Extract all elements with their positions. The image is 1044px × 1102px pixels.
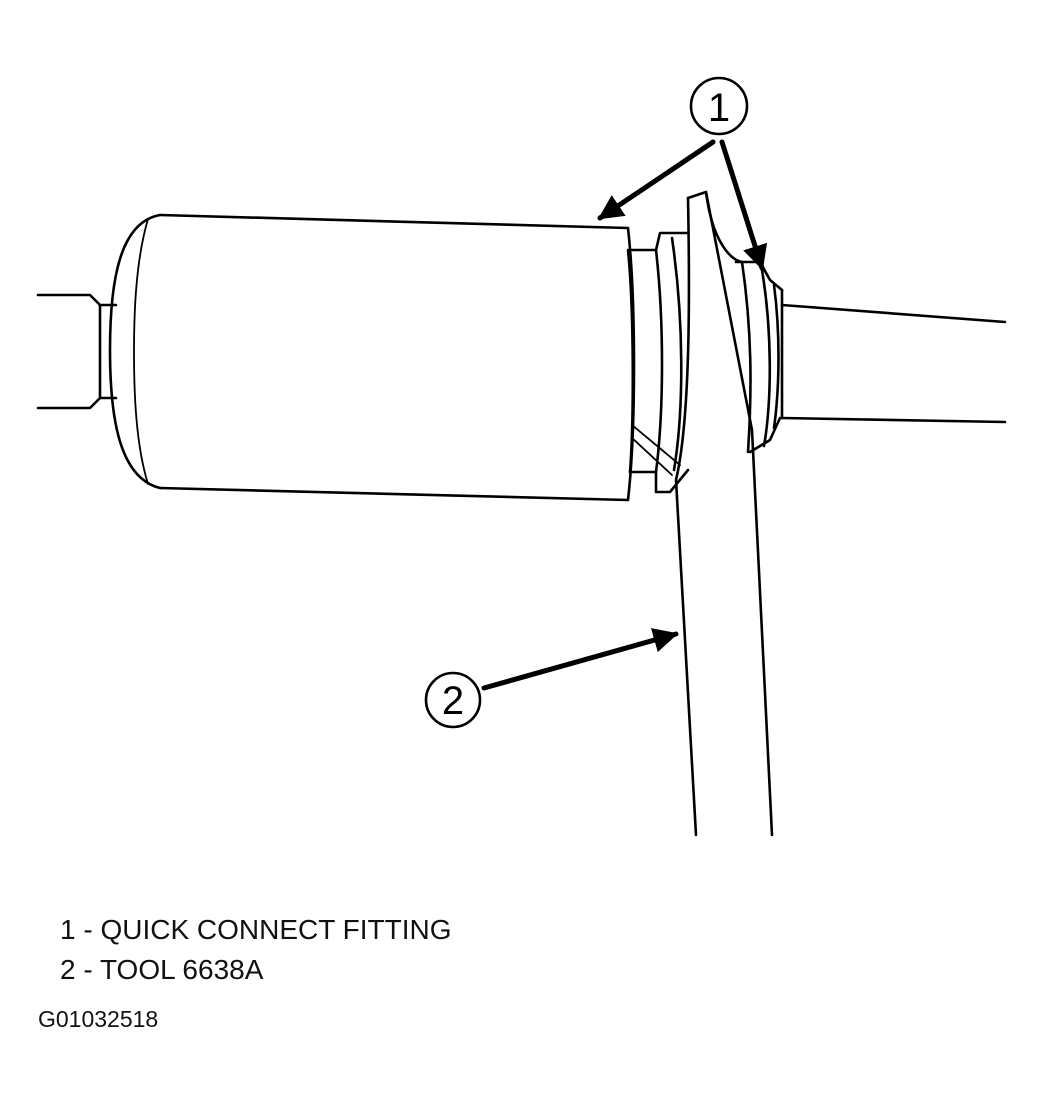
legend-item-2: 2 - TOOL 6638A bbox=[60, 954, 264, 985]
callout-1: 1 bbox=[597, 76, 768, 271]
left-tube bbox=[36, 293, 118, 410]
legend: 1 - QUICK CONNECT FITTING 2 - TOOL 6638A bbox=[60, 910, 452, 990]
tool-6638a bbox=[674, 190, 774, 837]
quick-connect-fitting bbox=[108, 213, 690, 502]
figure-id: G01032518 bbox=[38, 1006, 159, 1032]
callout-2-label: 2 bbox=[442, 679, 464, 723]
callout-2: 2 bbox=[424, 628, 679, 729]
right-tube bbox=[734, 260, 1007, 454]
legend-item-1: 1 - QUICK CONNECT FITTING bbox=[60, 914, 452, 945]
callout-1-label: 1 bbox=[708, 86, 730, 130]
